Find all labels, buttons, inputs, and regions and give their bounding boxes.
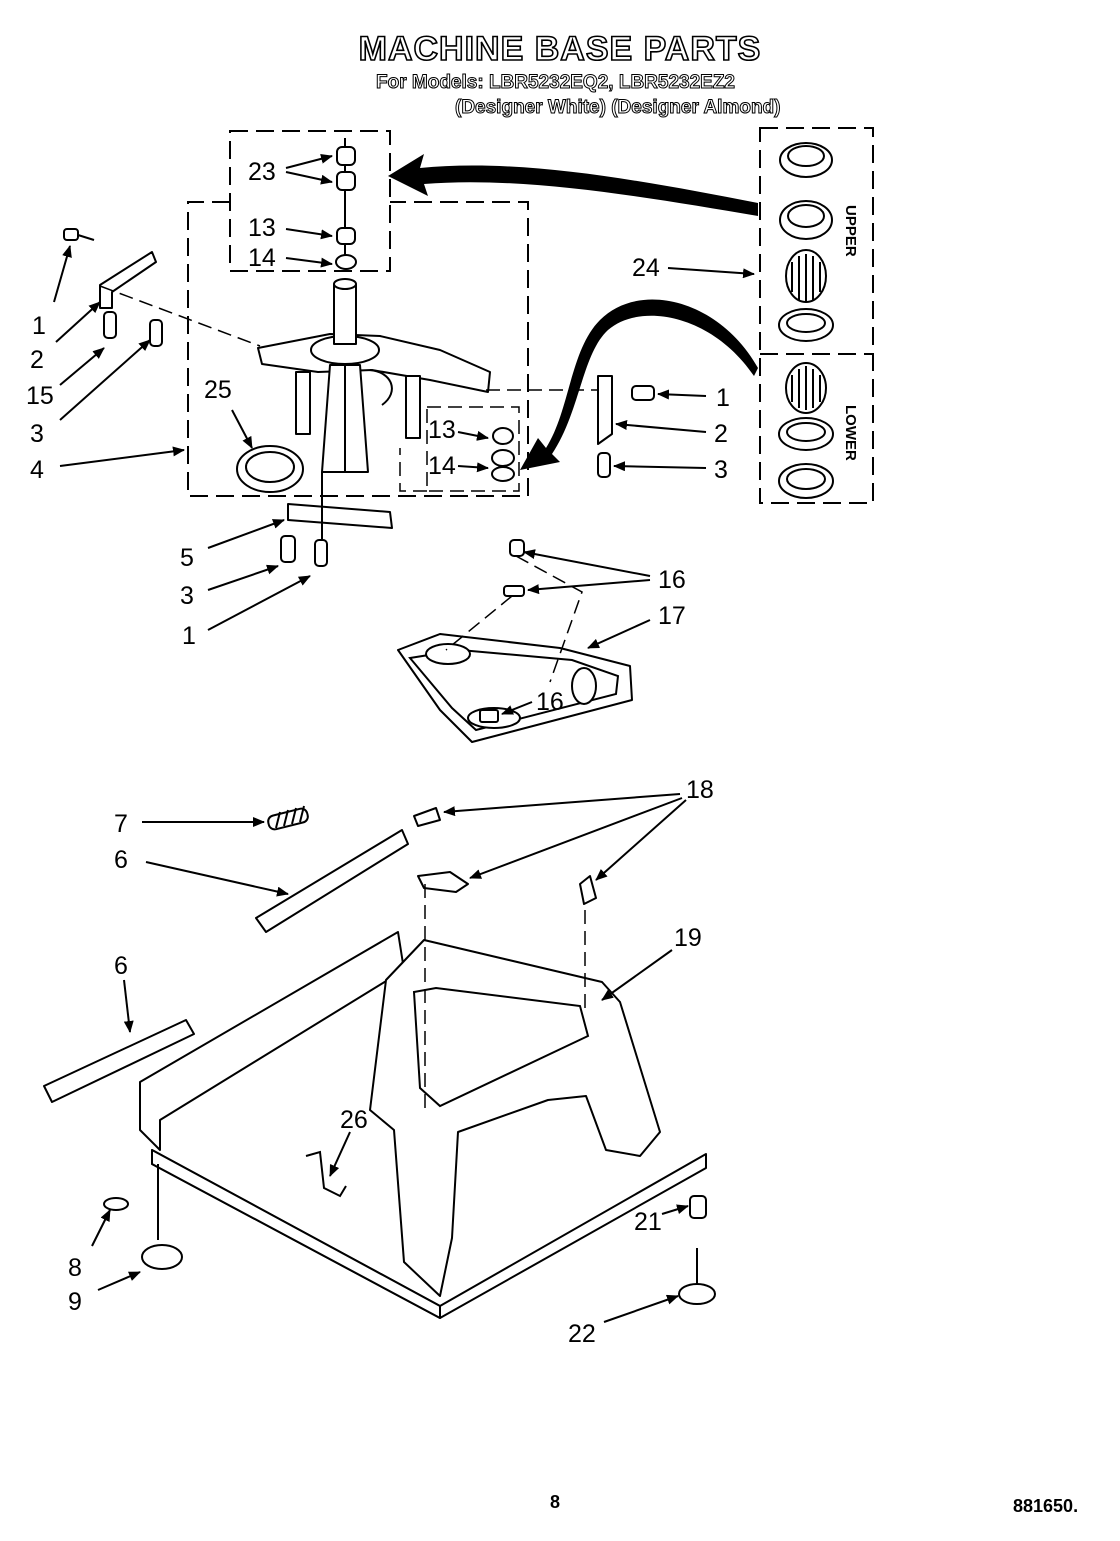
callout-14: 14 [248, 244, 276, 272]
callout-4: 4 [30, 456, 44, 484]
callout-1: 1 [32, 312, 46, 340]
callout-24: 24 [632, 254, 660, 282]
callout-16: 16 [658, 566, 686, 594]
callout-7: 7 [114, 810, 128, 838]
upper-label: UPPER [842, 205, 859, 257]
lower-transfer-arrow [520, 299, 758, 470]
upper-lower-inset: UPPER LOWER [759, 127, 874, 504]
callout-6-strap: 6 [114, 952, 128, 980]
upper-gear [785, 249, 827, 303]
callout-21: 21 [634, 1208, 662, 1236]
lower-bearing-parts [491, 427, 515, 482]
seal-ring [236, 445, 304, 493]
callout-14-lower: 14 [428, 452, 456, 480]
gearcase-assembly [257, 278, 491, 473]
callout-26: 26 [340, 1106, 368, 1134]
callout-6: 6 [114, 846, 128, 874]
page-number: 8 [550, 1492, 561, 1512]
variants-line: (Designer White) (Designer Almond) [454, 97, 781, 119]
callout-1-bracket: 1 [182, 622, 196, 650]
callout-19: 19 [674, 924, 702, 952]
callout-3-bracket: 3 [180, 582, 194, 610]
page-title: MACHINE BASE PARTS [358, 29, 762, 69]
callout-15: 15 [26, 382, 54, 410]
callout-3-right: 3 [714, 456, 728, 484]
callout-18: 18 [686, 776, 714, 804]
callout-labels: 23 13 14 24 1 2 15 3 4 25 13 14 1 2 3 5 … [26, 158, 730, 1348]
callout-2-right: 2 [714, 420, 728, 448]
callout-9: 9 [68, 1288, 82, 1316]
callout-3: 3 [30, 420, 44, 448]
lower-bearing-box [399, 406, 520, 492]
callout-25: 25 [204, 376, 232, 404]
upper-bearing-parts [335, 138, 357, 270]
upper-bearing-ring [779, 142, 833, 240]
callout-22: 22 [568, 1320, 596, 1348]
lower-label: LOWER [842, 405, 859, 461]
lower-seal [778, 417, 834, 499]
callout-arrows [53, 153, 755, 1323]
motor-mount-frame [397, 539, 633, 743]
spring-part [267, 805, 309, 831]
callout-8: 8 [68, 1254, 82, 1282]
upper-seal [778, 308, 834, 342]
callout-16-lower: 16 [536, 688, 564, 716]
upper-transfer-arrow [388, 154, 758, 216]
callout-23: 23 [248, 158, 276, 186]
left-bracket-hardware [63, 228, 261, 347]
callout-17: 17 [658, 602, 686, 630]
right-bracket-hardware [486, 375, 655, 478]
gearcase-assembly-box [187, 201, 529, 497]
brake-strap [43, 829, 409, 1103]
callout-1-right: 1 [716, 384, 730, 412]
callout-2: 2 [30, 346, 44, 374]
document-number: 881650. [1013, 1496, 1079, 1516]
clips [413, 807, 597, 905]
lower-gear [785, 362, 827, 414]
callout-13-lower: 13 [428, 416, 456, 444]
support-bracket [280, 472, 393, 567]
callout-5: 5 [180, 544, 194, 572]
machine-base [103, 884, 716, 1319]
callout-13: 13 [248, 214, 276, 242]
models-line: For Models: LBR5232EQ2, LBR5232EZ2 [376, 72, 736, 94]
